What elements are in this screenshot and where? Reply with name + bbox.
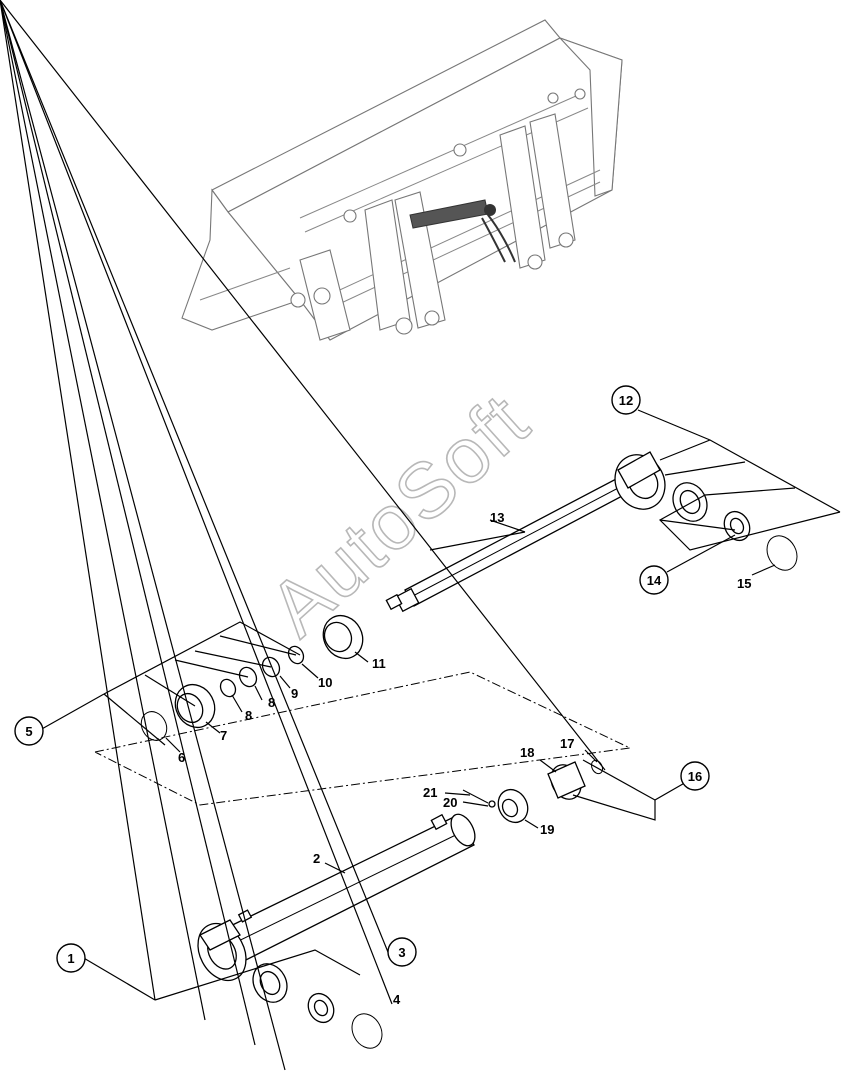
label-19: 19 <box>540 822 554 837</box>
label-4: 4 <box>393 992 401 1007</box>
group-boundary-dashed <box>94 671 632 806</box>
label-2: 2 <box>313 851 320 866</box>
callout-circles: 12 14 5 16 1 3 <box>14 385 710 973</box>
label-13: 13 <box>490 510 504 525</box>
part-number-labels: 13 15 11 10 9 8 8 7 6 17 18 21 20 19 2 4 <box>178 510 751 1007</box>
callout-14: 14 <box>639 565 669 595</box>
svg-text:16: 16 <box>688 769 702 784</box>
label-20: 20 <box>443 795 457 810</box>
label-8b: 8 <box>245 708 252 723</box>
svg-text:3: 3 <box>398 945 405 960</box>
label-9: 9 <box>291 686 298 701</box>
label-8a: 8 <box>268 695 275 710</box>
svg-text:14: 14 <box>647 573 662 588</box>
label-6: 6 <box>178 750 185 765</box>
callout-12: 12 <box>611 385 641 415</box>
label-11: 11 <box>372 656 386 671</box>
svg-text:5: 5 <box>25 724 32 739</box>
label-17: 17 <box>560 736 574 751</box>
bucket-illustration <box>181 19 623 341</box>
label-10: 10 <box>318 675 332 690</box>
callout-16: 16 <box>680 761 710 791</box>
leader-lines <box>0 0 841 1071</box>
callout-1: 1 <box>56 943 86 973</box>
callout-3: 3 <box>387 937 417 967</box>
label-7: 7 <box>220 728 227 743</box>
label-15: 15 <box>737 576 751 591</box>
svg-text:12: 12 <box>619 393 633 408</box>
label-21: 21 <box>423 785 437 800</box>
label-18: 18 <box>520 745 534 760</box>
svg-text:1: 1 <box>67 951 74 966</box>
cylinder-barrel-assembly <box>197 759 604 1049</box>
callout-5: 5 <box>14 716 44 746</box>
